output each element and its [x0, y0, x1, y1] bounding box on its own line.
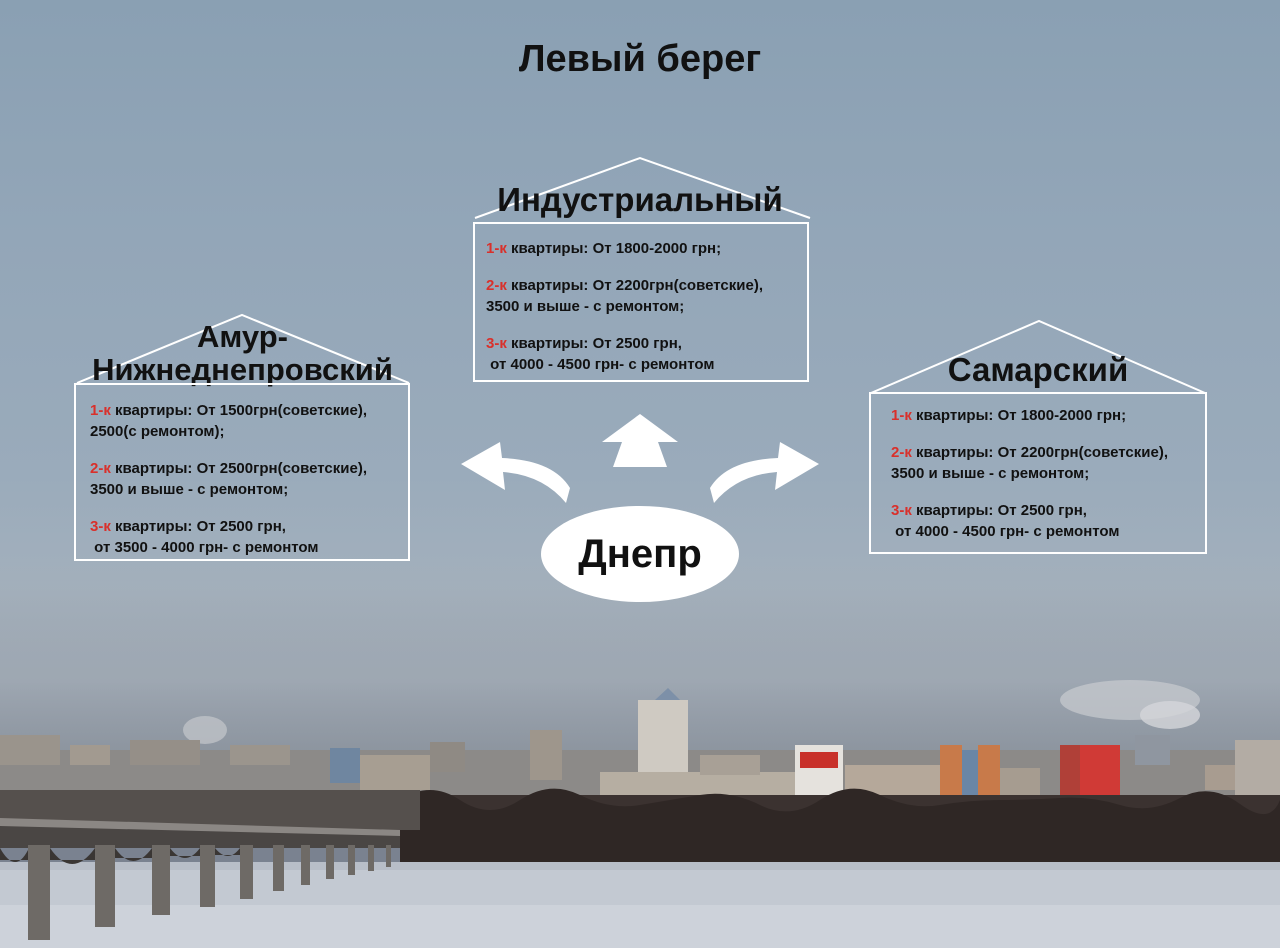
price-line: 3-к квартиры: От 2500 грн, — [891, 502, 1087, 519]
price-line: 2-к квартиры: От 2500грн(советские), — [90, 460, 367, 477]
price-line: 3-к квартиры: От 2500 грн, — [486, 335, 682, 352]
city-label: Днепр — [541, 506, 739, 602]
price-line: от 3500 - 4000 грн- с ремонтом — [90, 539, 319, 556]
price-line: 1-к квартиры: От 1500грн(советские), — [90, 402, 367, 419]
industrial-roof — [474, 156, 811, 219]
industrial-district-name: Индустриальный — [497, 181, 783, 218]
industrial-price-box: 1-к квартиры: От 1800-2000 грн; 2-к квар… — [473, 222, 809, 382]
price-line: 3500 и выше - с ремонтом; — [90, 481, 289, 498]
price-line: 1-к квартиры: От 1800-2000 грн; — [486, 240, 722, 257]
page-title: Левый берег — [518, 38, 762, 80]
price-line: 1-к квартиры: От 1800-2000 грн; — [891, 407, 1127, 424]
samarsky-roof — [870, 319, 1206, 394]
arrow-up-icon — [602, 414, 678, 467]
amur-roof — [76, 313, 410, 384]
price-line: от 4000 - 4500 грн- с ремонтом — [486, 356, 715, 373]
price-line: 3-к квартиры: От 2500 грн, — [90, 518, 286, 535]
price-line: 2-к квартиры: От 2200грн(советские), — [486, 277, 763, 294]
price-line: 2500(с ремонтом); — [90, 423, 225, 440]
price-line: 3500 и выше - с ремонтом; — [486, 298, 685, 315]
price-line: 2-к квартиры: От 2200грн(советские), — [891, 444, 1168, 461]
samarsky-price-box: 1-к квартиры: От 1800-2000 грн; 2-к квар… — [869, 392, 1207, 554]
arrow-right-icon — [710, 442, 819, 503]
amur-price-box: 1-к квартиры: От 1500грн(советские), 250… — [74, 383, 410, 561]
price-line: от 4000 - 4500 грн- с ремонтом — [891, 523, 1120, 540]
price-line: 3500 и выше - с ремонтом; — [891, 465, 1090, 482]
amur-district-name: Амур- Нижнеднепровский — [92, 319, 393, 387]
arrow-left-icon — [461, 442, 570, 503]
samarsky-district-name: Самарский — [947, 351, 1129, 388]
